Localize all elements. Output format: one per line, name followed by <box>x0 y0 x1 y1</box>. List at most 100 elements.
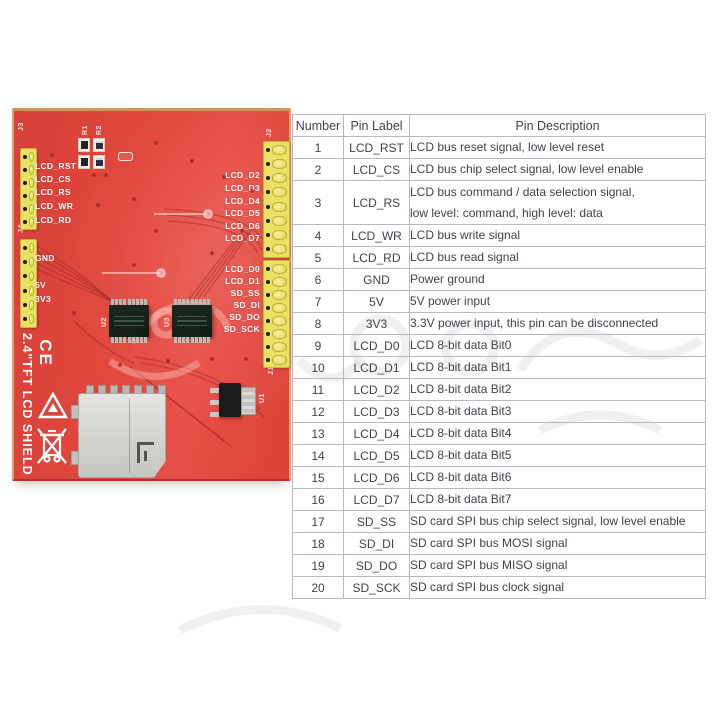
pin-label-sd-sck: SD_SCK <box>223 324 260 334</box>
pin-label-lcd-cs: LCD_CS <box>35 174 71 184</box>
column-header: Pin Label <box>343 114 410 137</box>
silk-u3: U3 <box>164 317 171 327</box>
pin-label-sd-di: SD_DI <box>233 300 260 310</box>
header-pin <box>264 315 289 326</box>
pin-number-cell: 3 <box>292 180 344 225</box>
pin-number-cell: 11 <box>292 378 344 401</box>
pin-number-cell: 16 <box>292 488 344 511</box>
header-pin <box>264 145 289 156</box>
pin-label-cell: LCD_D3 <box>343 400 410 423</box>
regulator-lead <box>210 412 219 417</box>
pin-label-lcd-rst: LCD_RST <box>35 161 77 171</box>
resistor-pad <box>78 138 90 152</box>
resistor-pad <box>93 138 105 152</box>
pin-description-cell: LCD 8-bit data Bit7 <box>409 488 706 511</box>
via-dot <box>118 363 122 367</box>
recycle-triangle-icon <box>38 391 68 419</box>
pin-label-lcd-rs: LCD_RS <box>35 187 71 197</box>
pin-number-cell: 2 <box>292 158 344 181</box>
pin-label-cell: LCD_D7 <box>343 488 410 511</box>
sd-slot-contacts <box>86 385 166 396</box>
resistor-pad <box>93 155 105 169</box>
header-pin <box>264 354 289 365</box>
pin-description-cell: LCD 8-bit data Bit4 <box>409 422 706 445</box>
pin-label-cell: LCD_D5 <box>343 444 410 467</box>
ic-chip-u2 <box>109 299 149 343</box>
pin-description-cell: LCD 8-bit data Bit2 <box>409 378 706 401</box>
header-pin <box>21 243 36 254</box>
ic-pins <box>109 299 149 305</box>
pin-description-cell: LCD bus command / data selection signal,… <box>409 180 706 225</box>
pin-number-cell: 13 <box>292 422 344 445</box>
pin-description-cell: SD card SPI bus MOSI signal <box>409 532 706 555</box>
pin-number-cell: 17 <box>292 510 344 533</box>
ic-pins <box>172 299 212 305</box>
header-pin <box>264 187 289 198</box>
sd-card-slot <box>78 393 166 478</box>
pin-label-cell: GND <box>343 268 410 291</box>
pin-label-3v3: 3V3 <box>35 294 52 304</box>
header-pin <box>264 289 289 300</box>
pin-description-cell: 5V power input <box>409 290 706 313</box>
header-pin <box>264 201 289 212</box>
ic-pins <box>172 337 212 343</box>
header-pin <box>21 257 36 268</box>
pin-description-cell: SD card SPI bus chip select signal, low … <box>409 510 706 533</box>
pin-description-cell: LCD 8-bit data Bit1 <box>409 356 706 379</box>
pin-label-lcd-d5: LCD_D5 <box>225 208 260 218</box>
pin-number-cell: 19 <box>292 554 344 577</box>
pin-label-cell: LCD_RD <box>343 246 410 269</box>
pin-number-cell: 1 <box>292 136 344 159</box>
via-dot <box>132 197 136 201</box>
header-pin <box>264 263 289 274</box>
j1-header <box>263 260 290 368</box>
header-pin <box>264 173 289 184</box>
header-pin <box>264 328 289 339</box>
resistor-pad <box>78 155 90 169</box>
pin-label-gnd: GND <box>35 253 55 263</box>
header-pin <box>264 229 289 240</box>
pin-label-lcd-d1: LCD_D1 <box>225 276 260 286</box>
sd-slot-seam <box>128 398 130 473</box>
pin-label-lcd-rd: LCD_RD <box>35 215 72 225</box>
silk-u2: U2 <box>101 317 108 327</box>
pin-description-cell: LCD 8-bit data Bit3 <box>409 400 706 423</box>
pin-description-cell: LCD bus write signal <box>409 224 706 247</box>
pin-label-cell: LCD_CS <box>343 158 410 181</box>
pin-description-cell: LCD 8-bit data Bit6 <box>409 466 706 489</box>
sd-card-detect-spring <box>137 442 155 463</box>
header-pin <box>21 164 36 175</box>
header-pin <box>21 203 36 214</box>
pin-label-lcd-d3: LCD_D3 <box>225 183 260 193</box>
ic-chip-u3 <box>172 299 212 343</box>
header-pin <box>264 276 289 287</box>
j4-header <box>20 239 37 328</box>
ic-body <box>172 305 212 337</box>
column-header: Pin Description <box>409 114 706 137</box>
header-pin <box>21 190 36 201</box>
via-dot <box>210 251 214 255</box>
pin-number-cell: 10 <box>292 356 344 379</box>
regulator-heatsink-tab <box>241 387 256 415</box>
pin-label-lcd-d0: LCD_D0 <box>225 264 260 274</box>
via-dot <box>244 357 248 361</box>
resistors-r1-r2 <box>78 138 105 169</box>
silk-r1: R1 <box>82 125 89 135</box>
via-dot <box>104 173 108 177</box>
voltage-regulator-u1 <box>219 383 241 417</box>
header-pin <box>264 215 289 226</box>
via-dot <box>210 357 214 361</box>
pin-number-cell: 15 <box>292 466 344 489</box>
pin-label-sd-ss: SD_SS <box>230 288 260 298</box>
pin-description-cell: LCD bus chip select signal, low level en… <box>409 158 706 181</box>
